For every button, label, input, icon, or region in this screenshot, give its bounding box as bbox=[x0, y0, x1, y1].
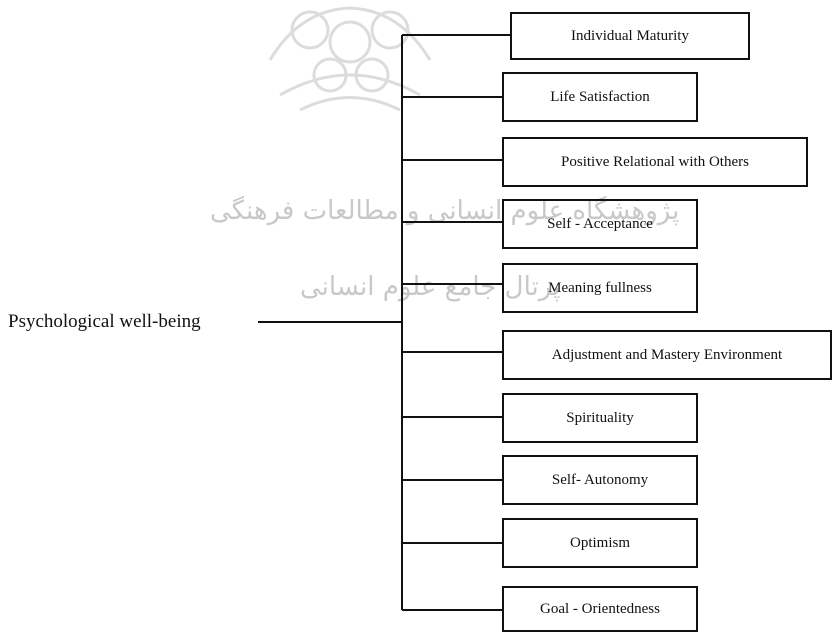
node-individual-maturity: Individual Maturity bbox=[510, 12, 750, 60]
node-self-autonomy: Self- Autonomy bbox=[502, 455, 698, 505]
node-spirituality: Spirituality bbox=[502, 393, 698, 443]
node-goal-orientedness: Goal - Orientedness bbox=[502, 586, 698, 632]
node-label: Optimism bbox=[569, 534, 630, 551]
node-label: Self - Acceptance bbox=[547, 215, 653, 232]
node-label: Spirituality bbox=[566, 409, 634, 426]
node-label: Individual Maturity bbox=[571, 27, 689, 44]
node-meaning-fullness: Meaning fullness bbox=[502, 263, 698, 313]
root-label: Psychological well-being bbox=[8, 311, 201, 332]
node-label: Meaning fullness bbox=[548, 279, 652, 296]
node-label: Goal - Orientedness bbox=[540, 600, 660, 617]
node-label: Positive Relational with Others bbox=[561, 153, 749, 170]
watermark-text-line-2: پرتال جامع علوم انسانی bbox=[300, 272, 561, 302]
node-adjustment-and-mastery-environment: Adjustment and Mastery Environment bbox=[502, 330, 832, 380]
node-optimism: Optimism bbox=[502, 518, 698, 568]
node-label: Self- Autonomy bbox=[551, 471, 649, 488]
node-label: Adjustment and Mastery Environment bbox=[551, 346, 783, 363]
node-positive-relational-with-others: Positive Relational with Others bbox=[502, 137, 808, 187]
node-life-satisfaction: Life Satisfaction bbox=[502, 72, 698, 122]
node-label: Life Satisfaction bbox=[550, 88, 650, 105]
node-self-acceptance: Self - Acceptance bbox=[502, 199, 698, 249]
